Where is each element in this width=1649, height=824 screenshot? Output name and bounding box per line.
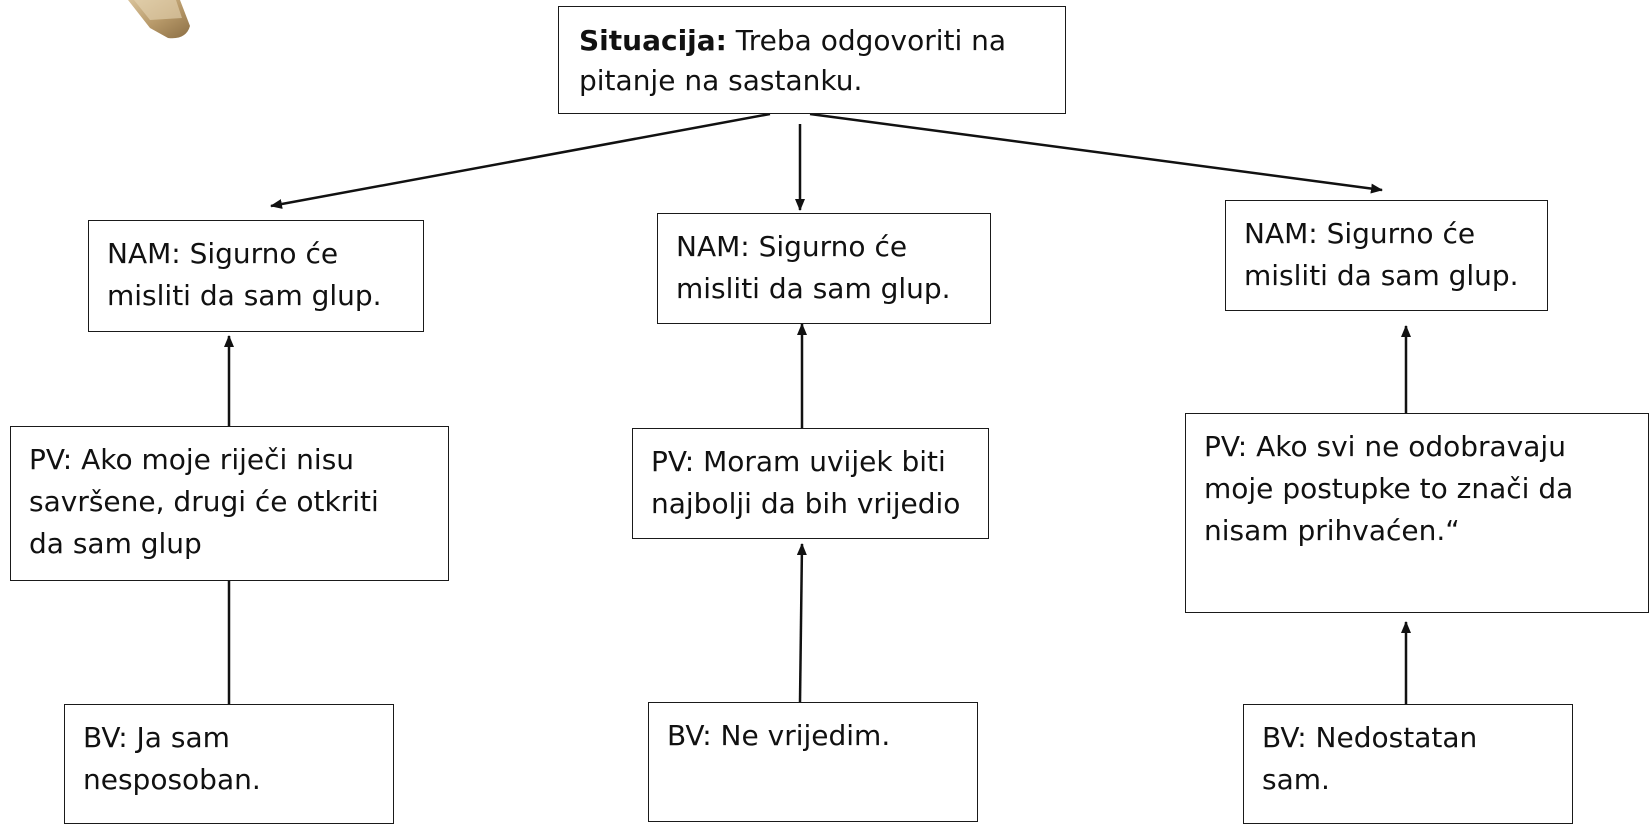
situation-text: Treba odgovoriti na pitanje na sastanku.	[579, 24, 1007, 97]
bv-box-2: BV: Ne vrijedim.	[648, 702, 978, 822]
pv-box-2: PV: Moram uvijek biti najbolji da bih vr…	[632, 428, 989, 539]
nam-box-1: NAM: Sigurno će misliti da sam glup.	[88, 220, 424, 332]
arrow-bv-to-pv-middle	[796, 543, 807, 703]
situation-box: Situacija: Treba odgovoriti na pitanje n…	[558, 6, 1066, 114]
pv-box-1: PV: Ako moje riječi nisu savršene, drugi…	[10, 426, 449, 581]
bv-box-3: BV: Nedostatan sam.	[1243, 704, 1573, 824]
bv-box-1: BV: Ja sam nesposoban.	[64, 704, 394, 824]
arrow-situation-to-nam-right	[809, 112, 1383, 194]
nam-box-2: NAM: Sigurno će misliti da sam glup.	[657, 213, 991, 324]
pv-box-3: PV: Ako svi ne odobravaju moje postupke …	[1185, 413, 1649, 613]
pencil-icon	[128, 0, 190, 39]
nam-box-3: NAM: Sigurno će misliti da sam glup.	[1225, 200, 1548, 311]
situation-label: Situacija:	[579, 24, 727, 57]
arrow-situation-to-nam-left	[270, 112, 771, 209]
